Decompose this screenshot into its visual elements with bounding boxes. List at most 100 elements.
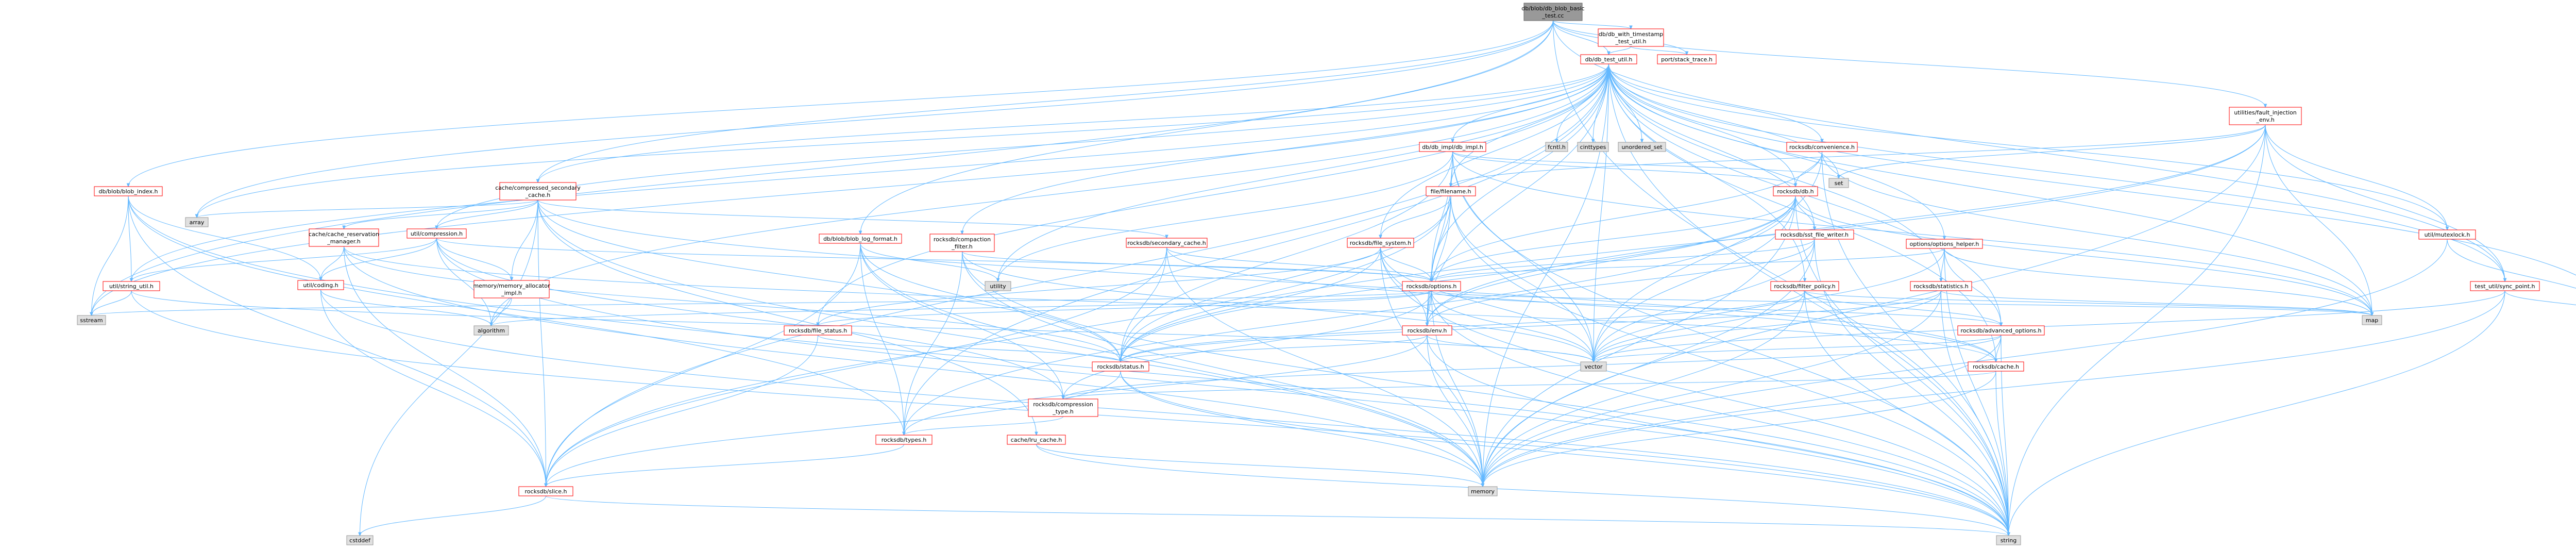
edge-dbtest-to-rcache bbox=[1608, 63, 1996, 362]
edge-ustring-to-rvector bbox=[131, 290, 1594, 362]
node-compfilter-box bbox=[929, 234, 995, 252]
node-rstatus[interactable]: rocksdb/status.h bbox=[1092, 361, 1149, 372]
node-cstddef-box bbox=[346, 535, 374, 545]
node-renv[interactable]: rocksdb/env.h bbox=[1402, 325, 1452, 336]
node-dbwts[interactable]: db/db_with_timestamp_test_util.h bbox=[1598, 28, 1664, 47]
node-blobindex[interactable]: db/blob/blob_index.h bbox=[94, 186, 163, 196]
node-advopts[interactable]: rocksdb/advanced_options.h bbox=[1957, 325, 2045, 336]
node-rtypes[interactable]: rocksdb/types.h bbox=[875, 435, 933, 445]
edge-dbimpl-to-set bbox=[1452, 151, 1839, 178]
edge-dbtest-to-renv bbox=[1427, 63, 1609, 326]
node-roptions[interactable]: rocksdb/options.h bbox=[1402, 281, 1461, 291]
edge-opthelper-to-rvector bbox=[1594, 248, 1945, 362]
node-rdb[interactable]: rocksdb/db.h bbox=[1773, 186, 1818, 196]
edge-opthelper-to-roptions bbox=[1432, 248, 1945, 281]
node-fcntl-label: fcntl.h bbox=[1548, 144, 1566, 151]
node-rslice[interactable]: rocksdb/slice.h bbox=[518, 486, 573, 496]
edge-compfilter-to-rtypes bbox=[904, 251, 962, 435]
node-uset: unordered_set bbox=[1618, 142, 1666, 152]
edge-rslice-to-cstddef bbox=[360, 495, 546, 536]
edge-ucomp-to-ustring bbox=[131, 238, 437, 281]
edge-advopts-to-comptype bbox=[1063, 335, 2002, 399]
node-ucoding[interactable]: util/coding.h bbox=[297, 280, 344, 290]
node-rstats[interactable]: rocksdb/statistics.h bbox=[1910, 281, 1972, 291]
edge-blobindex-to-rstring bbox=[128, 195, 2009, 536]
edge-opthelper-to-rstring bbox=[1944, 248, 2009, 536]
edge-bllog-to-rslice bbox=[546, 243, 861, 487]
node-sstw[interactable]: rocksdb/sst_file_writer.h bbox=[1775, 229, 1854, 240]
node-ucomp[interactable]: util/compression.h bbox=[406, 228, 467, 239]
node-cinttypes-label: cinttypes bbox=[1580, 144, 1606, 151]
edge-ucomp-to-memalloc bbox=[436, 238, 512, 280]
edge-conv-to-rvector bbox=[1594, 151, 1822, 362]
edge-dbwts-to-stack bbox=[1631, 46, 1687, 55]
edge-ucomp-to-algorithm bbox=[436, 238, 492, 326]
node-rcache[interactable]: rocksdb/cache.h bbox=[1968, 361, 2024, 372]
edge-dbimpl-to-renv bbox=[1427, 151, 1453, 326]
node-root[interactable]: db/blob/db_blob_basic_test.cc bbox=[1521, 3, 1585, 21]
edge-lrucache-to-rmemory bbox=[1036, 444, 1483, 487]
node-dbwts-label: db/db_with_timestamp bbox=[1599, 31, 1663, 38]
edge-sstw-to-rstring bbox=[1814, 239, 2009, 536]
node-compfilter[interactable]: rocksdb/compaction_filter.h bbox=[929, 234, 995, 252]
node-lrucache[interactable]: cache/lru_cache.h bbox=[1007, 435, 1066, 445]
node-cstddef: cstddef bbox=[346, 535, 374, 545]
edge-root-to-bllog bbox=[860, 20, 1553, 234]
node-fstatus[interactable]: rocksdb/file_status.h bbox=[784, 325, 852, 336]
node-rtypes-box bbox=[875, 435, 933, 445]
edge-fpolicy-to-rmap bbox=[1804, 290, 2372, 315]
edge-dbimpl-to-rdb bbox=[1452, 151, 1796, 187]
edge-rdb-to-rvector bbox=[1594, 195, 1796, 362]
node-rslice-box bbox=[518, 486, 573, 496]
edge-root-to-blobindex bbox=[128, 20, 1553, 187]
node-dbtest[interactable]: db/db_test_util.h bbox=[1580, 54, 1637, 64]
node-comptype-label: _type.h bbox=[1052, 408, 1074, 415]
edge-dbtest-to-array bbox=[197, 63, 1609, 218]
node-stack[interactable]: port/stack_trace.h bbox=[1657, 54, 1717, 64]
node-cinttypes: cinttypes bbox=[1577, 142, 1609, 152]
node-ustring[interactable]: util/string_util.h bbox=[103, 281, 160, 291]
edge-syncpoint-to-rvector bbox=[1594, 290, 2505, 362]
edge-opthelper-to-advopts bbox=[1944, 248, 2001, 326]
node-cscache-box bbox=[499, 182, 577, 201]
edge-compfilter-to-rvector bbox=[962, 251, 1594, 362]
edge-bllog-to-utility bbox=[860, 243, 998, 281]
node-comptype[interactable]: rocksdb/compression_type.h bbox=[1028, 398, 1098, 417]
edge-opthelper-to-rmap bbox=[1944, 248, 2372, 315]
node-memalloc[interactable]: memory/memory_allocator_impl.h bbox=[473, 280, 550, 298]
node-syncpoint[interactable]: test_util/sync_point.h bbox=[2470, 281, 2540, 291]
node-bllog-box bbox=[819, 234, 902, 244]
node-dbimpl-box bbox=[1419, 142, 1486, 152]
node-dbtest-label: db/db_test_util.h bbox=[1585, 56, 1633, 63]
node-set: set bbox=[1828, 178, 1849, 188]
node-rcache-box bbox=[1968, 361, 2024, 372]
node-sstw-label: rocksdb/sst_file_writer.h bbox=[1781, 231, 1849, 238]
node-opthelper[interactable]: options/options_helper.h bbox=[1906, 239, 1983, 249]
edge-roptions-to-comptype bbox=[1063, 290, 1432, 399]
node-filename[interactable]: file/filename.h bbox=[1426, 186, 1476, 196]
node-faultenv[interactable]: utilities/fault_injection_env.h bbox=[2229, 107, 2302, 125]
node-rvector: vector bbox=[1580, 361, 1607, 372]
node-fpolicy[interactable]: rocksdb/filter_policy.h bbox=[1770, 281, 1839, 291]
node-mutexlock[interactable]: util/mutexlock.h bbox=[2418, 229, 2476, 240]
edge-ucoding-to-rstring bbox=[320, 289, 2009, 536]
node-bllog[interactable]: db/blob/blob_log_format.h bbox=[819, 234, 902, 244]
node-cinttypes-box bbox=[1577, 142, 1609, 152]
node-filename-label: file/filename.h bbox=[1431, 188, 1471, 195]
edge-root-to-dbwts bbox=[1553, 20, 1631, 29]
node-fsys[interactable]: rocksdb/file_system.h bbox=[1347, 238, 1414, 248]
node-lrucache-label: cache/lru_cache.h bbox=[1011, 437, 1062, 443]
node-roptions-label: rocksdb/options.h bbox=[1406, 283, 1457, 290]
node-conv[interactable]: rocksdb/convenience.h bbox=[1786, 142, 1858, 152]
node-utility-box bbox=[985, 281, 1011, 291]
node-opthelper-label: options/options_helper.h bbox=[1910, 241, 1979, 247]
node-ucomp-label: util/compression.h bbox=[411, 230, 463, 237]
edge-rstatus-to-rslice bbox=[546, 371, 1121, 487]
node-dbimpl[interactable]: db/db_impl/db_impl.h bbox=[1419, 142, 1486, 152]
node-cscache[interactable]: cache/compressed_secondary_cache.h bbox=[495, 182, 581, 201]
edge-rcache-to-comptype bbox=[1063, 371, 1996, 399]
node-seccache[interactable]: rocksdb/secondary_cache.h bbox=[1126, 238, 1208, 248]
node-crm[interactable]: cache/cache_reservation_manager.h bbox=[309, 228, 379, 247]
node-rvector-label: vector bbox=[1585, 363, 1603, 370]
edge-renv-to-rstatus bbox=[1121, 335, 1428, 362]
